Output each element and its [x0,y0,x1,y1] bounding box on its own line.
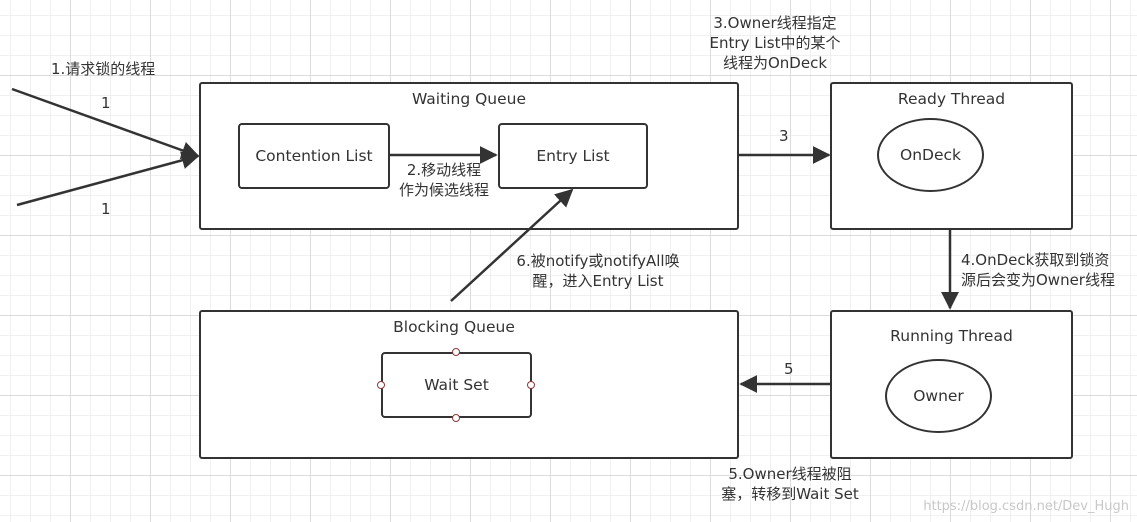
step6-line2: 醒，进入Entry List [532,272,664,290]
notify-arrow [450,188,574,302]
step5-count: 5 [784,360,794,378]
ready-thread-box: Ready Thread [830,82,1073,230]
step2-line2: 作为候选线程 [398,181,489,199]
step5-label: 5.Owner线程被阻 塞，转移到Wait Set [702,464,878,504]
step1-count-a: 1 [101,94,111,112]
wait-set-handle-left[interactable] [377,381,385,389]
ondeck-node: OnDeck [877,118,984,192]
step3-label: 3.Owner线程指定 Entry List中的某个 线程为OnDeck [690,13,860,73]
entry-list-node: Entry List [498,123,648,189]
contention-list-node: Contention List [238,123,390,189]
step4-line2: 源后会变为Owner线程 [961,271,1115,289]
step2-label: 2.移动线程 作为候选线程 [391,160,497,200]
wait-set-handle-bottom[interactable] [452,414,460,422]
step3-line3: 线程为OnDeck [722,54,828,72]
wait-set-handle-right[interactable] [527,381,535,389]
step3-line2: Entry List中的某个 [709,34,841,52]
step6-line1: 6.被notify或notifyAll唤 [516,252,680,270]
step3-line1: 3.Owner线程指定 [713,14,837,32]
step1-label: 1.请求锁的线程 [51,60,156,78]
step6-label: 6.被notify或notifyAll唤 醒，进入Entry List [498,251,698,291]
running-thread-title: Running Thread [890,327,1013,345]
blocking-queue-title: Blocking Queue [393,318,515,336]
step5-line2: 塞，转移到Wait Set [721,485,859,503]
waiting-queue-title: Waiting Queue [411,90,527,108]
step5-line1: 5.Owner线程被阻 [728,465,852,483]
watermark-text: https://blog.csdn.net/Dev_Hugh [923,499,1129,514]
step1-count-b: 1 [101,200,111,218]
step2-line1: 2.移动线程 [406,161,482,179]
step4-label: 4.OnDeck获取到锁资 源后会变为Owner线程 [961,250,1115,290]
step3-count: 3 [779,127,789,145]
request-arrow-top [11,87,200,159]
wait-set-handle-top[interactable] [452,348,460,356]
step4-line1: 4.OnDeck获取到锁资 [961,251,1110,269]
ready-thread-title: Ready Thread [897,90,1006,108]
owner-node: Owner [885,359,992,433]
request-arrow-bottom [16,151,200,207]
